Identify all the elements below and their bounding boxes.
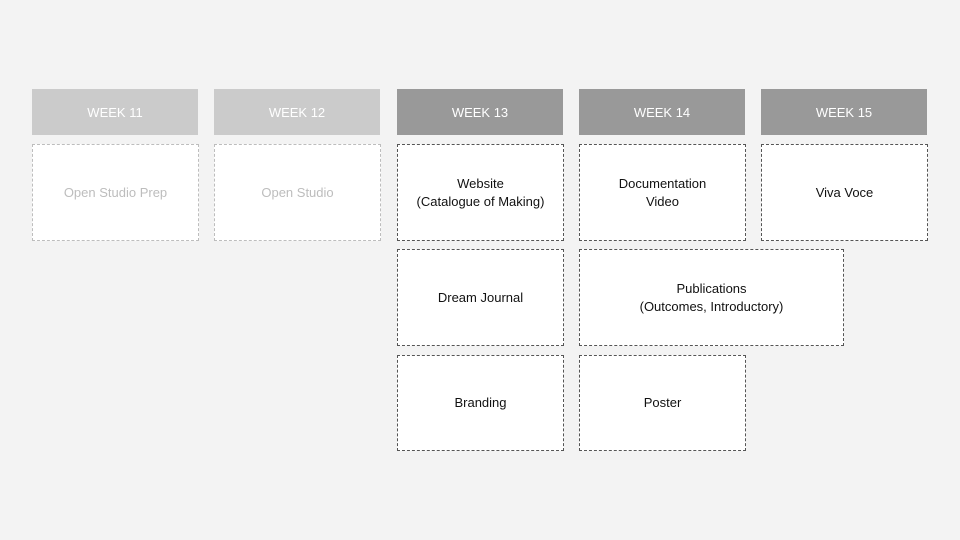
week-label: WEEK 12: [268, 104, 326, 120]
week-label: WEEK 13: [451, 104, 509, 120]
task-open-studio-prep: Open Studio Prep: [32, 144, 199, 241]
task-branding: Branding: [397, 355, 564, 451]
task-publications: Publications (Outcomes, Introductory): [579, 249, 844, 346]
task-viva-voce: Viva Voce: [761, 144, 928, 241]
week-14-header: WEEK 14: [579, 89, 745, 135]
week-label: WEEK 14: [633, 104, 691, 120]
week-13-header: WEEK 13: [397, 89, 563, 135]
week-11-header: WEEK 11: [32, 89, 198, 135]
task-poster: Poster: [579, 355, 746, 451]
week-12-header: WEEK 12: [214, 89, 380, 135]
week-15-header: WEEK 15: [761, 89, 927, 135]
week-label: WEEK 11: [87, 104, 143, 120]
task-open-studio: Open Studio: [214, 144, 381, 241]
task-website: Website (Catalogue of Making): [397, 144, 564, 241]
week-label: WEEK 15: [815, 104, 873, 120]
task-dream-journal: Dream Journal: [397, 249, 564, 346]
task-documentation-video: Documentation Video: [579, 144, 746, 241]
